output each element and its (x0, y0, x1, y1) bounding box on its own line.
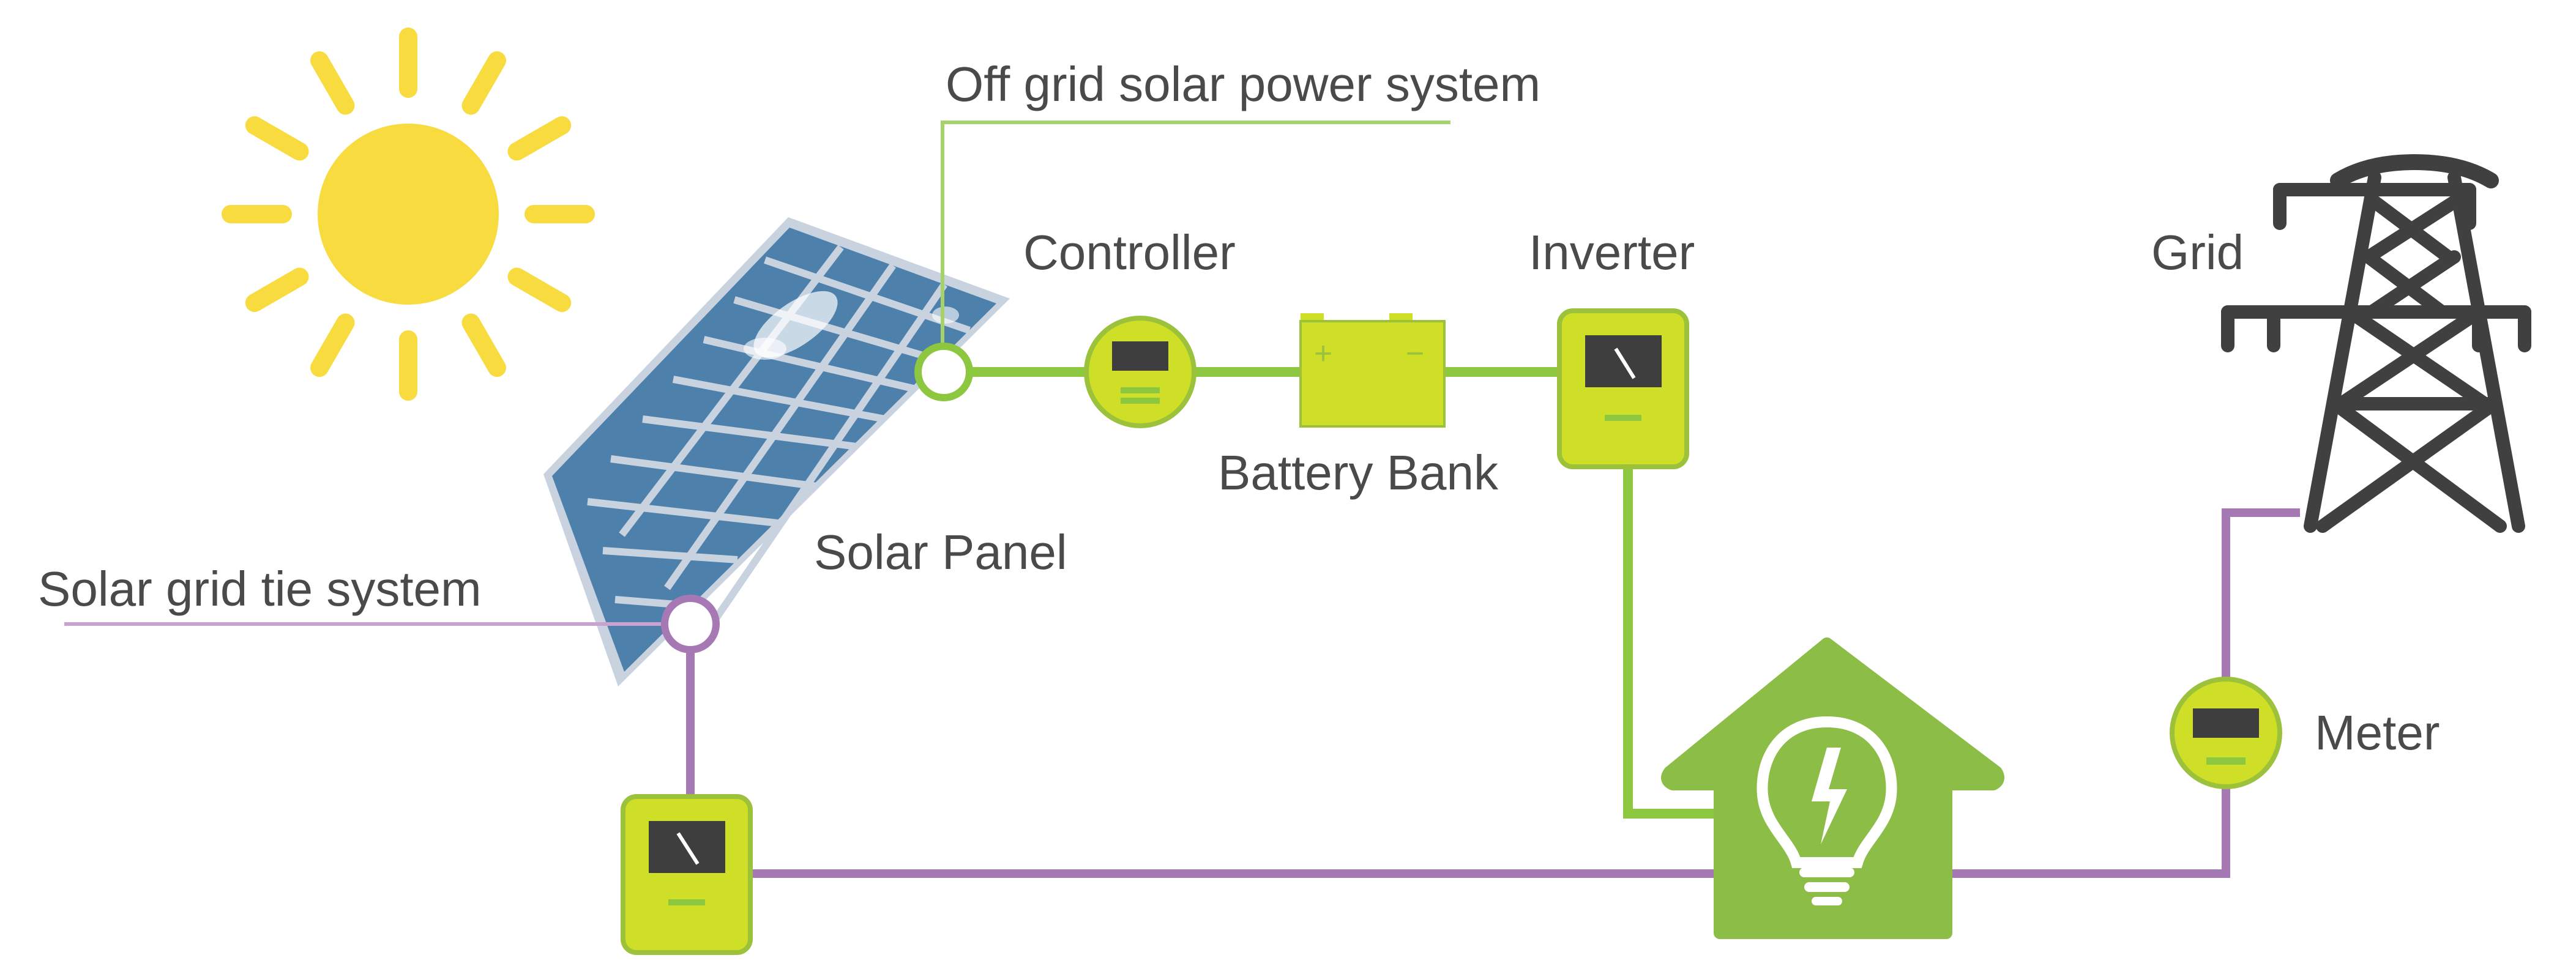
solar-panel-icon (543, 217, 1010, 686)
inverter-label: Inverter (1529, 225, 1695, 280)
lightbulb-icon (1757, 716, 1897, 905)
house-icon (1661, 637, 2004, 939)
grid-tie-system-label: Solar grid tie system (38, 562, 482, 616)
power-tower-icon (2221, 154, 2531, 533)
meter-label: Meter (2315, 705, 2440, 760)
off-grid-system-label: Off grid solar power system (946, 57, 1540, 111)
off-grid-leader-line (941, 121, 1450, 367)
meter-icon (2170, 677, 2282, 789)
inverter-icon (1557, 308, 1689, 469)
grid-label: Grid (2151, 225, 2244, 280)
sun-icon (222, 28, 595, 401)
grid-tie-connection-node (661, 595, 720, 653)
battery-negative-terminal: − (1406, 336, 1424, 371)
solar-panel-label: Solar Panel (814, 525, 1067, 579)
off-grid-connection-node (914, 343, 973, 401)
controller-icon (1084, 316, 1197, 428)
battery-icon: + − (1299, 313, 1446, 428)
battery-bank-label: Battery Bank (1218, 445, 1499, 500)
controller-label: Controller (1023, 225, 1236, 280)
battery-positive-terminal: + (1314, 336, 1332, 371)
grid-tie-inverter-icon (621, 794, 753, 955)
